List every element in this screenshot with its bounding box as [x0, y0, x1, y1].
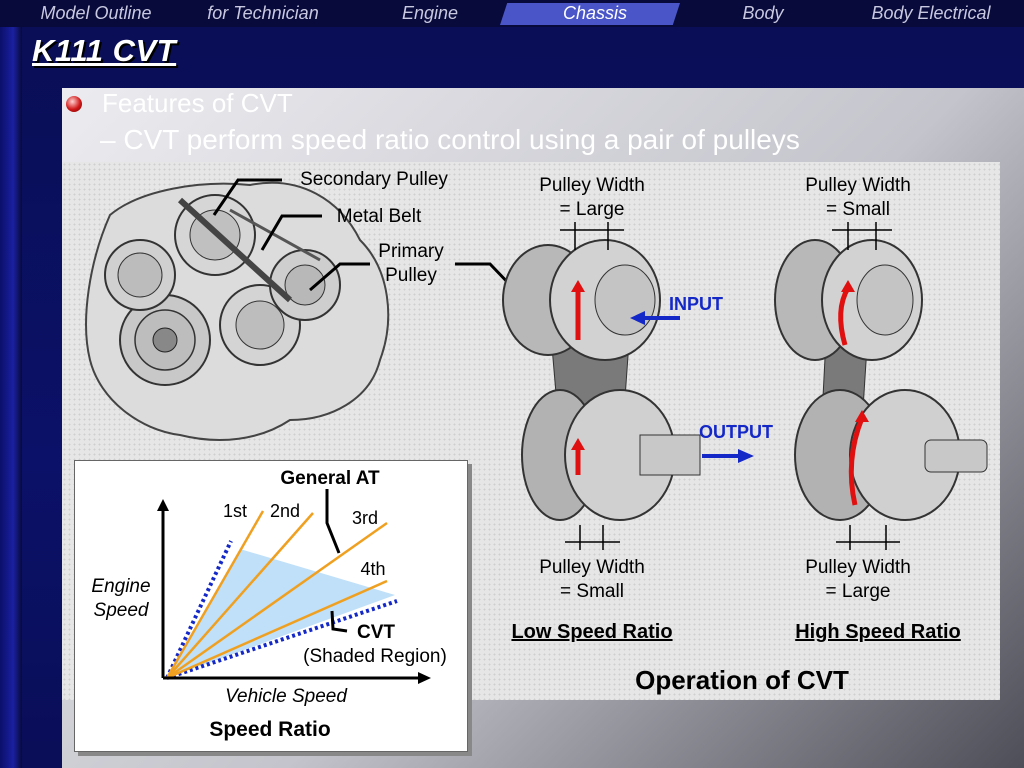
- cvt-label: CVT: [357, 622, 395, 643]
- high-speed-ratio-label: High Speed Ratio: [795, 621, 961, 643]
- right-top-width-2: = Small: [826, 199, 890, 220]
- general-at-pointer: [325, 489, 341, 554]
- xlabel: Vehicle Speed: [225, 686, 347, 707]
- tab-engine[interactable]: Engine: [401, 3, 459, 23]
- tab-body[interactable]: Body: [742, 3, 784, 23]
- right-top-width-1: Pulley Width: [805, 175, 911, 196]
- output-label: OUTPUT: [699, 422, 773, 442]
- label-primary-pulley-1: Primary: [378, 241, 444, 262]
- input-arrow-icon: [630, 311, 645, 325]
- gear-4-line: [166, 579, 388, 680]
- tab-body-electrical[interactable]: Body Electrical: [871, 3, 991, 23]
- y-axis-arrow-icon: [157, 499, 169, 511]
- low-ratio-pulley-set: [502, 222, 701, 550]
- cvt-lower-bound: [166, 599, 398, 680]
- cvt-region-label: (Shaded Region): [303, 646, 447, 667]
- right-bottom-width-2: = Large: [825, 581, 891, 602]
- transmission-cutaway: [85, 181, 390, 441]
- speed-ratio-graph: [157, 489, 431, 684]
- right-bottom-width-1: Pulley Width: [805, 557, 911, 578]
- input-label: INPUT: [669, 294, 723, 314]
- low-speed-ratio-label: Low Speed Ratio: [511, 621, 673, 643]
- gear-3-line: [166, 521, 388, 680]
- gear-1-label: 1st: [222, 501, 247, 521]
- left-bottom-width-1: Pulley Width: [539, 557, 645, 578]
- cvt-upper-bound: [165, 540, 233, 679]
- label-primary-pulley-2: Pulley: [385, 265, 437, 286]
- high-ratio-pulley-set: [774, 222, 988, 550]
- speed-ratio-chart: General AT 1st 2nd 3rd 4th CVT (Shaded R…: [74, 460, 468, 752]
- x-axis-arrow-icon: [418, 672, 431, 684]
- gear-3-label: 3rd: [351, 508, 378, 528]
- cvt-illustration: [85, 178, 988, 550]
- slide-heading: Features of CVT: [102, 88, 293, 118]
- slide-subheading: – CVT perform speed ratio control using …: [100, 124, 800, 155]
- bullet-icon: [66, 96, 82, 112]
- tab-for-technician[interactable]: for Technician: [207, 3, 319, 23]
- tab-chassis[interactable]: Chassis: [562, 3, 628, 23]
- tab-model-outline[interactable]: Model Outline: [40, 3, 152, 23]
- left-top-width-1: Pulley Width: [539, 175, 645, 196]
- general-at-label: General AT: [280, 468, 380, 489]
- operation-title: Operation of CVT: [635, 665, 849, 695]
- ylabel-line-2: Speed: [93, 600, 149, 621]
- gear-2-label: 2nd: [269, 501, 301, 521]
- left-bottom-width-2: = Small: [560, 581, 624, 602]
- label-secondary-pulley: Secondary Pulley: [300, 169, 448, 190]
- flow-arrows: [630, 311, 754, 463]
- chart-caption: Speed Ratio: [209, 718, 331, 741]
- top-nav: Model Outline for Technician Engine Chas…: [0, 0, 1024, 27]
- slide-title: K111 CVT: [32, 33, 177, 68]
- left-top-width-2: = Large: [559, 199, 625, 220]
- gear-2-line: [166, 512, 314, 679]
- label-metal-belt: Metal Belt: [336, 206, 422, 227]
- gear-4-label: 4th: [360, 559, 386, 579]
- cvt-pointer: [330, 610, 348, 633]
- output-arrow-icon: [738, 449, 754, 463]
- active-tab-highlight: [500, 3, 680, 25]
- ylabel-line-1: Engine: [91, 576, 151, 597]
- left-decor-bar: [0, 27, 22, 768]
- gear-1-line: [165, 510, 265, 679]
